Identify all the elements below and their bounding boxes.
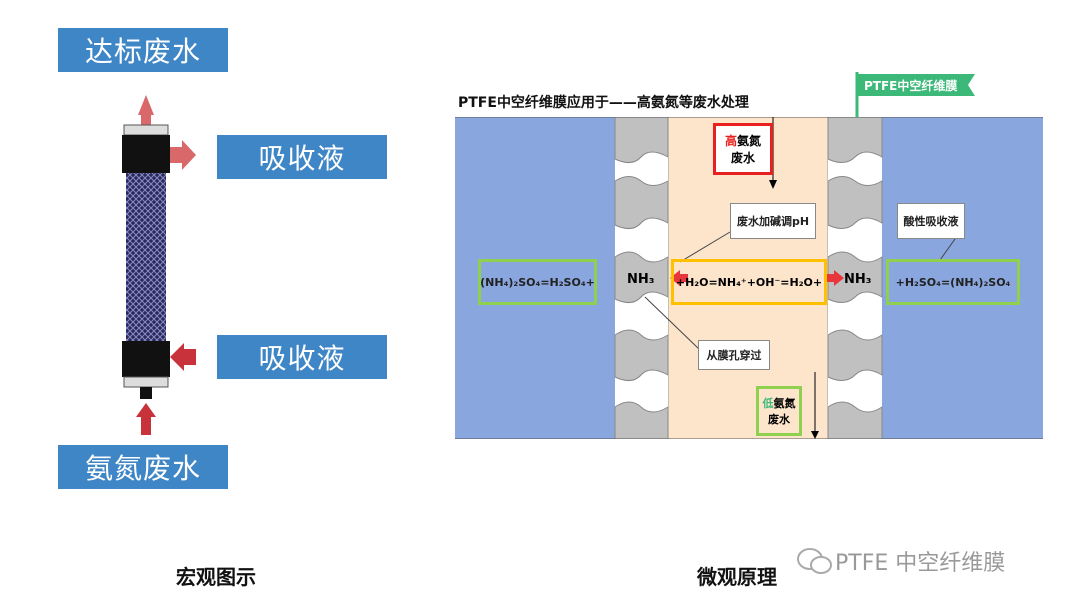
- absorbent-in-arrow-icon: [170, 343, 196, 371]
- center-equation: +H₂O=NH₄⁺+OH⁻=H₂O+: [671, 259, 827, 305]
- low-rest: 氨氮: [773, 397, 796, 410]
- right-equation: +H₂SO₄=(NH₄)₂SO₄: [886, 259, 1020, 305]
- leader-pore: [644, 296, 701, 351]
- micro-diagram: [455, 117, 1043, 439]
- low-line2: 废水: [768, 413, 790, 426]
- membrane-left: [614, 117, 669, 439]
- outlet-arrow-up-icon: [138, 95, 154, 115]
- ph-note: 废水加碱调pH: [730, 203, 816, 239]
- absorbent-outlet-label: 吸收液: [217, 135, 387, 179]
- membrane-module-illustration: [122, 95, 196, 435]
- low-prefix: 低: [762, 397, 774, 410]
- high-line2: 废水: [730, 151, 755, 165]
- ammonia-wastewater-label: 氨氮废水: [58, 445, 228, 489]
- macro-caption: 宏观图示: [176, 565, 256, 589]
- wechat-icon: [797, 548, 832, 574]
- high-ammonia-box: 高氨氮 废水: [713, 123, 773, 175]
- arrow-right-icon: [826, 270, 844, 286]
- treated-water-label: 达标废水: [58, 28, 228, 72]
- absorbent-inlet-label: 吸收液: [217, 335, 387, 379]
- feed-arrow-up-icon: [136, 403, 156, 417]
- absorbent-out-arrow-icon: [170, 140, 196, 170]
- arrow-left-icon: [670, 270, 688, 286]
- low-ammonia-box: 低氨氮 废水: [756, 386, 802, 436]
- diagram-title: PTFE中空纤维膜应用于——高氨氮等废水处理: [458, 95, 749, 111]
- high-prefix: 高: [724, 134, 737, 148]
- nh3-right: NH₃: [844, 272, 872, 287]
- pore-note: 从膜孔穿过: [698, 340, 770, 370]
- left-equation: (NH₄)₂SO₄=H₂SO₄+: [478, 259, 597, 305]
- micro-caption: 微观原理: [697, 565, 777, 589]
- acid-solution-right: [882, 117, 1043, 439]
- high-rest: 氨氮: [737, 134, 762, 148]
- acid-solution-left: [455, 117, 615, 439]
- flag-label: PTFE中空纤维膜: [864, 79, 958, 93]
- leader-ph: [679, 231, 731, 263]
- watermark-text: PTFE 中空纤维膜: [835, 551, 1006, 576]
- nh3-left: NH₃: [627, 272, 655, 287]
- watermark: PTFE 中空纤维膜: [795, 545, 1005, 577]
- acid-note: 酸性吸收液: [897, 203, 965, 239]
